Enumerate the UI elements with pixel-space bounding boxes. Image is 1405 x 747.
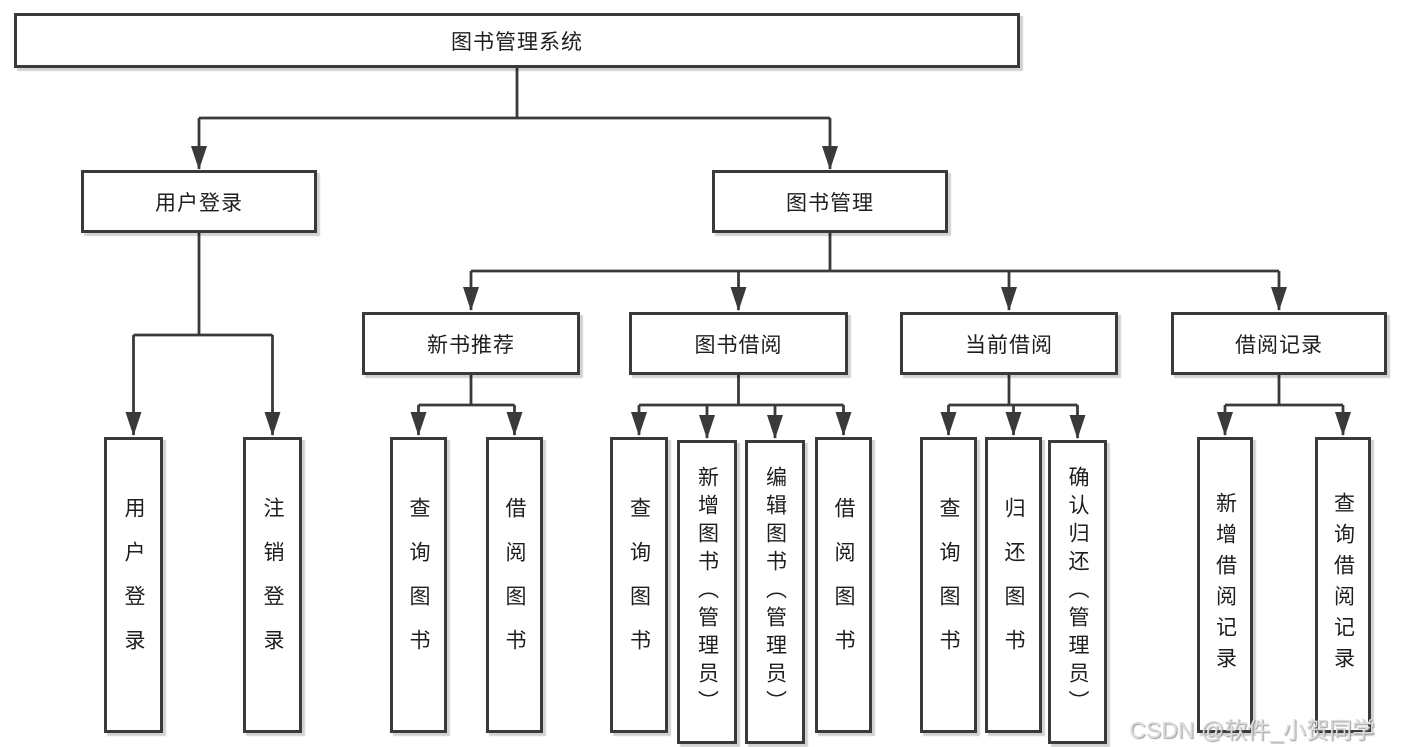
leaf-bb-borrow-books-label: 借阅图书 (832, 497, 855, 673)
leaf-br-query-record: 查询借阅记录 (1315, 437, 1371, 733)
leaf-bb-query-books-label: 查询图书 (627, 497, 651, 673)
node-current-borrow: 当前借阅 (900, 312, 1118, 375)
leaf-bb-add-book-admin: 新增图书（管理员） (677, 440, 737, 744)
node-book-borrow: 图书借阅 (629, 312, 848, 375)
node-book-management-label: 图书管理 (786, 191, 874, 215)
node-new-book-recommend-label: 新书推荐 (427, 333, 515, 357)
trunk-root (199, 68, 830, 120)
watermark: CSDN @软件_小贺同学 (1129, 717, 1375, 743)
trunk-book-borrow (639, 375, 844, 407)
trunk-book-management (471, 233, 1279, 273)
node-new-book-recommend: 新书推荐 (362, 312, 580, 375)
leaf-cb-confirm-return-admin-label: 确认归还（管理员） (1066, 466, 1089, 718)
leaf-user-login: 用户登录 (104, 437, 163, 733)
leaf-br-add-record-label: 新增借阅记录 (1213, 492, 1237, 678)
node-root-label: 图书管理系统 (451, 30, 583, 54)
leaf-rec-query-books-label: 查询图书 (407, 497, 430, 673)
leaf-user-login-label: 用户登录 (122, 497, 145, 673)
leaf-bb-add-book-admin-label: 新增图书（管理员） (695, 466, 719, 718)
node-root: 图书管理系统 (14, 13, 1020, 68)
leaf-rec-query-books: 查询图书 (390, 437, 447, 733)
leaf-rec-borrow-books: 借阅图书 (486, 437, 543, 733)
leaf-rec-borrow-books-label: 借阅图书 (503, 497, 526, 673)
node-current-borrow-label: 当前借阅 (965, 333, 1053, 357)
leaf-cb-return-books-label: 归还图书 (1002, 497, 1025, 673)
leaf-bb-borrow-books: 借阅图书 (815, 437, 872, 733)
node-user-login: 用户登录 (81, 170, 317, 233)
leaf-cb-confirm-return-admin: 确认归还（管理员） (1048, 440, 1107, 744)
leaf-bb-edit-book-admin-label: 编辑图书（管理员） (763, 466, 787, 718)
leaf-br-add-record: 新增借阅记录 (1197, 437, 1253, 733)
node-book-borrow-label: 图书借阅 (694, 333, 783, 357)
trunk-borrow-records (1225, 375, 1343, 407)
leaf-cb-query-books-label: 查询图书 (937, 497, 960, 673)
trunk-user-login (133, 233, 273, 337)
trunk-new-book-recommend (418, 375, 515, 407)
trunk-current-borrow (948, 375, 1078, 407)
leaf-bb-edit-book-admin: 编辑图书（管理员） (745, 440, 805, 744)
node-book-management: 图书管理 (712, 170, 948, 233)
leaf-br-query-record-label: 查询借阅记录 (1331, 492, 1355, 678)
node-borrow-records: 借阅记录 (1171, 312, 1387, 375)
leaf-cb-query-books: 查询图书 (920, 437, 977, 733)
leaf-cb-return-books: 归还图书 (985, 437, 1042, 733)
leaf-logout: 注销登录 (243, 437, 302, 733)
node-user-login-label: 用户登录 (155, 191, 243, 215)
leaf-bb-query-books: 查询图书 (610, 437, 668, 733)
leaf-logout-label: 注销登录 (261, 497, 284, 673)
node-borrow-records-label: 借阅记录 (1235, 333, 1323, 357)
